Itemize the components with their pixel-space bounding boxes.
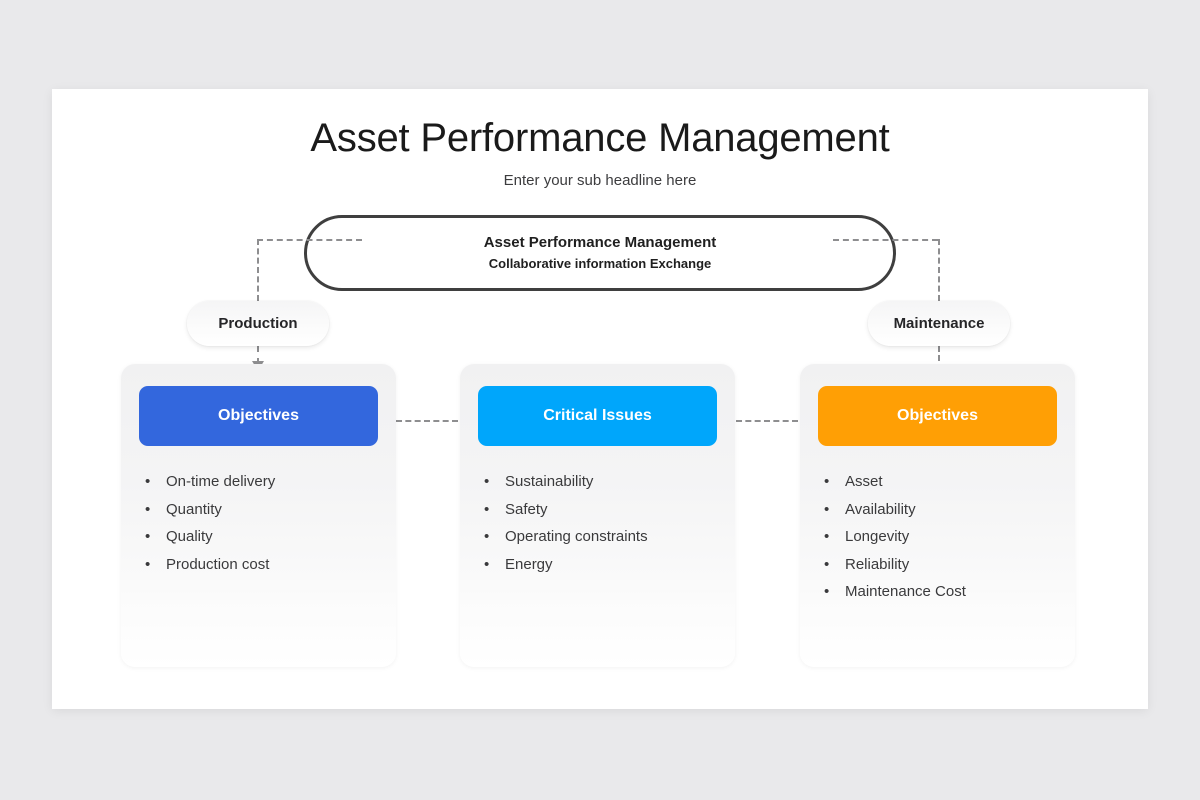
page-subtitle: Enter your sub headline here: [503, 172, 697, 189]
list-item: Maintenance Cost: [818, 578, 1063, 606]
card-list-production: On-time delivery Quantity Quality Produc…: [139, 468, 384, 578]
master-capsule[interactable]: Asset Performance Management Collaborati…: [304, 215, 896, 291]
list-item: Production cost: [139, 551, 384, 579]
page-title: Asset Performance Management: [310, 116, 890, 160]
slide-canvas: Asset Performance Management Enter your …: [52, 89, 1148, 709]
card-critical-issues[interactable]: Critical Issues Sustainability Safety Op…: [460, 364, 735, 667]
card-header-maintenance[interactable]: Objectives: [818, 386, 1057, 446]
connector-left-horizontal: [257, 239, 362, 241]
list-item: Operating constraints: [478, 523, 723, 551]
list-item: On-time delivery: [139, 468, 384, 496]
connector-left-vertical-lower: [257, 346, 259, 364]
master-capsule-title: Asset Performance Management: [483, 234, 717, 251]
card-header-production[interactable]: Objectives: [139, 386, 378, 446]
card-maintenance[interactable]: Objectives Asset Availability Longevity …: [800, 364, 1075, 667]
list-item: Longevity: [818, 523, 1063, 551]
connector-card-2-to-3: [736, 420, 798, 422]
connector-card-1-to-2: [396, 420, 458, 422]
list-item: Safety: [478, 496, 723, 524]
list-item: Quantity: [139, 496, 384, 524]
list-item: Sustainability: [478, 468, 723, 496]
connector-right-vertical-upper: [938, 239, 940, 301]
list-item: Asset: [818, 468, 1063, 496]
branch-pill-maintenance[interactable]: Maintenance: [868, 301, 1010, 346]
card-production[interactable]: Objectives On-time delivery Quantity Qua…: [121, 364, 396, 667]
master-capsule-subtitle: Collaborative information Exchange: [488, 256, 712, 271]
branch-pill-production[interactable]: Production: [187, 301, 329, 346]
connector-left-vertical-upper: [257, 239, 259, 301]
card-list-maintenance: Asset Availability Longevity Reliability…: [818, 468, 1063, 606]
list-item: Availability: [818, 496, 1063, 524]
list-item: Quality: [139, 523, 384, 551]
connector-right-horizontal: [833, 239, 938, 241]
list-item: Reliability: [818, 551, 1063, 579]
connector-right-vertical-lower: [938, 346, 940, 370]
list-item: Energy: [478, 551, 723, 579]
card-header-critical-issues[interactable]: Critical Issues: [478, 386, 717, 446]
card-list-critical-issues: Sustainability Safety Operating constrai…: [478, 468, 723, 578]
